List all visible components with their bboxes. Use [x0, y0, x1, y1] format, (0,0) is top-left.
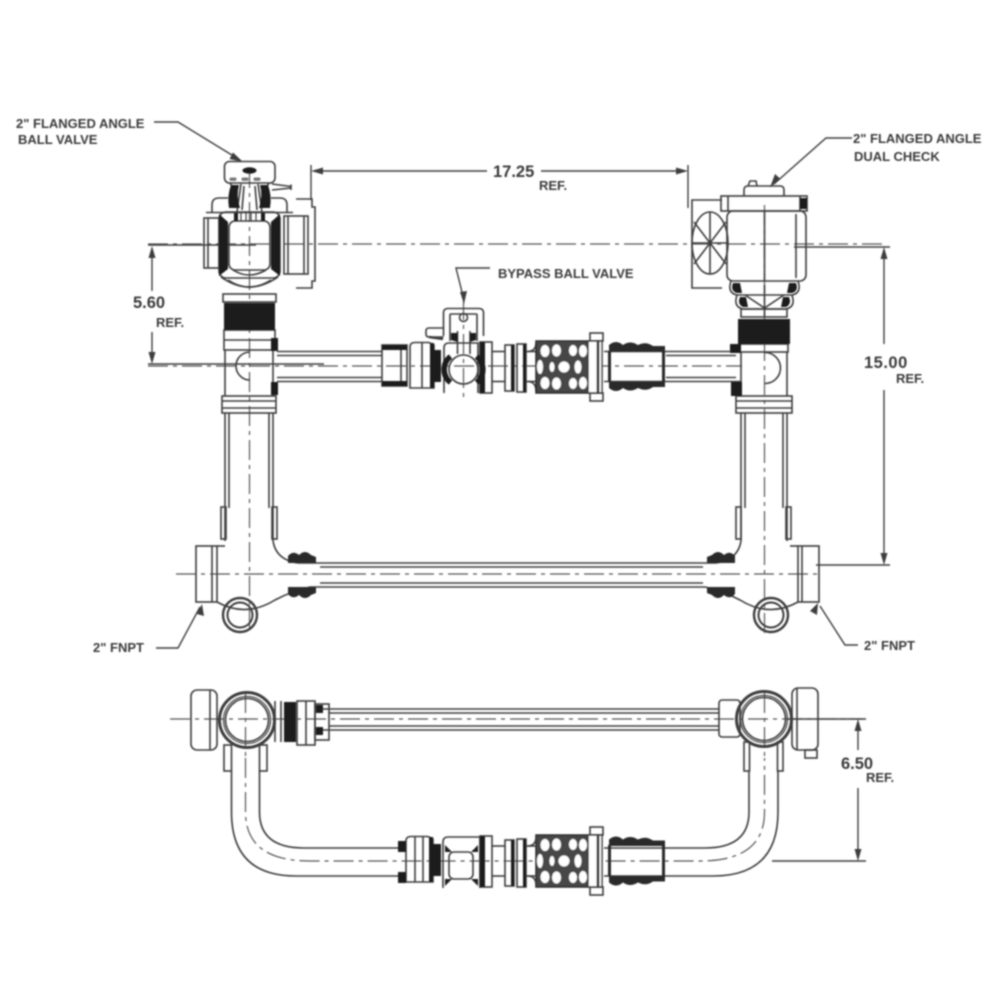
svg-text:15.00: 15.00: [864, 354, 908, 372]
svg-text:17.25: 17.25: [493, 163, 534, 181]
svg-text:2" FLANGED ANGLE: 2" FLANGED ANGLE: [853, 131, 982, 146]
svg-text:REF.: REF.: [896, 371, 924, 386]
svg-text:DUAL CHECK: DUAL CHECK: [854, 149, 940, 164]
svg-text:BYPASS BALL VALVE: BYPASS BALL VALVE: [498, 266, 634, 281]
svg-text:REF.: REF.: [866, 770, 894, 785]
svg-text:REF.: REF.: [539, 178, 567, 193]
svg-text:2" FLANGED ANGLE: 2" FLANGED ANGLE: [16, 116, 145, 131]
svg-text:2" FNPT: 2" FNPT: [864, 638, 915, 653]
svg-text:BALL VALVE: BALL VALVE: [18, 132, 98, 147]
svg-text:6.50: 6.50: [841, 755, 873, 773]
svg-text:5.60: 5.60: [133, 294, 165, 312]
svg-text:REF.: REF.: [156, 315, 184, 330]
svg-text:2" FNPT: 2" FNPT: [93, 640, 144, 655]
